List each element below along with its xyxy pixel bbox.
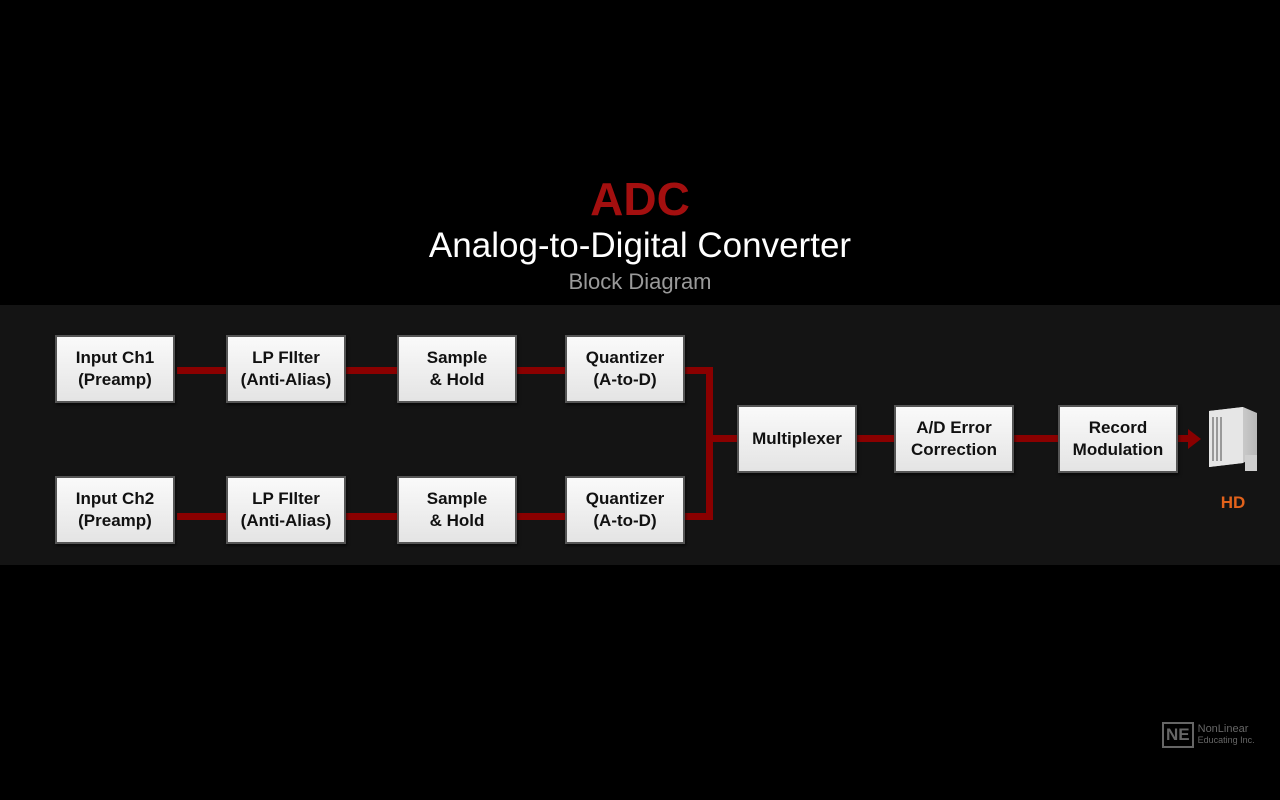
block-multiplexer: Multiplexer — [737, 405, 857, 473]
hd-label: HD — [1220, 493, 1246, 512]
connector — [685, 513, 713, 520]
block-sample-hold-ch2: Sample& Hold — [397, 476, 517, 544]
connector — [857, 435, 895, 442]
block-quantizer-ch1: Quantizer(A-to-D) — [565, 335, 685, 403]
connector — [346, 367, 398, 374]
hard-drive-icon — [1209, 407, 1257, 471]
connector — [517, 513, 566, 520]
block-input-ch1: Input Ch1(Preamp) — [55, 335, 175, 403]
bus-connector — [706, 367, 713, 520]
connector — [177, 367, 227, 374]
connector — [713, 435, 738, 442]
diagram-title: ADC — [590, 173, 690, 225]
block-lp-filter-ch2: LP FIlter(Anti-Alias) — [226, 476, 346, 544]
block-sample-hold-ch1: Sample& Hold — [397, 335, 517, 403]
connector — [1178, 435, 1190, 442]
arrow-right-icon — [1188, 429, 1201, 449]
diagram-subtitle: Analog-to-Digital Converter — [428, 226, 852, 265]
connector — [346, 513, 398, 520]
diagram-caption: Block Diagram — [568, 269, 712, 294]
connector — [685, 367, 713, 374]
block-lp-filter-ch1: LP FIlter(Anti-Alias) — [226, 335, 346, 403]
block-quantizer-ch2: Quantizer(A-to-D) — [565, 476, 685, 544]
connector — [517, 367, 566, 374]
block-input-ch2: Input Ch2(Preamp) — [55, 476, 175, 544]
connector — [177, 513, 227, 520]
connector — [1014, 435, 1059, 442]
